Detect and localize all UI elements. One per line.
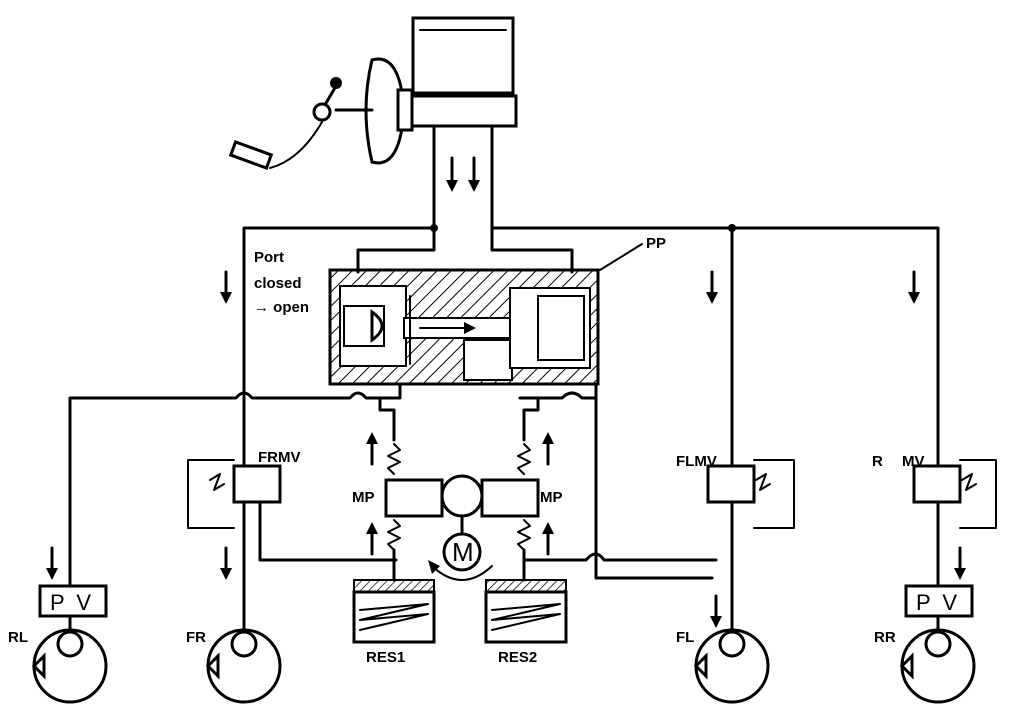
return-lines bbox=[68, 382, 718, 588]
reservoir-2 bbox=[484, 579, 568, 644]
mp-left-label: MP bbox=[352, 489, 375, 506]
wheel-rr bbox=[899, 628, 976, 704]
modulator-block bbox=[328, 268, 600, 386]
pp-label: PP bbox=[646, 235, 666, 252]
rmv-r-label: R bbox=[872, 453, 883, 470]
mp-right-label: MP bbox=[540, 489, 563, 506]
brake-booster bbox=[334, 57, 414, 165]
master-cylinder bbox=[404, 16, 518, 230]
port-label-line2: closed bbox=[254, 275, 302, 292]
port-label-line3: → open bbox=[254, 299, 309, 316]
res1-label: RES1 bbox=[366, 649, 405, 666]
wheel-rl bbox=[31, 628, 108, 704]
wheel-fl bbox=[693, 628, 770, 704]
pv-left bbox=[38, 584, 108, 634]
rmv-mv-label: MV bbox=[902, 453, 925, 470]
frmv-valve bbox=[187, 459, 282, 529]
pv-left-label: P V bbox=[50, 590, 94, 615]
rmv-valve bbox=[912, 459, 997, 529]
brake-pedal bbox=[228, 77, 342, 170]
pump-assembly bbox=[384, 443, 540, 582]
flmv-label: FLMV bbox=[676, 453, 717, 470]
pv-right bbox=[904, 584, 974, 634]
flow-arrows-master bbox=[446, 156, 480, 192]
frmv-label: FRMV bbox=[258, 449, 301, 466]
flmv-valve bbox=[706, 459, 795, 529]
reservoir-1 bbox=[352, 579, 436, 644]
flow-arrows bbox=[46, 270, 966, 628]
wheel-fr bbox=[205, 628, 282, 704]
res2-label: RES2 bbox=[498, 649, 537, 666]
motor-label: M bbox=[452, 537, 474, 567]
wheel-fl-label: FL bbox=[676, 629, 694, 646]
wheel-rl-label: RL bbox=[8, 629, 28, 646]
wheel-rr-label: RR bbox=[874, 629, 896, 646]
wheel-fr-label: FR bbox=[186, 629, 206, 646]
pv-right-label: P V bbox=[916, 590, 960, 615]
port-label-line1: Port bbox=[254, 249, 284, 266]
